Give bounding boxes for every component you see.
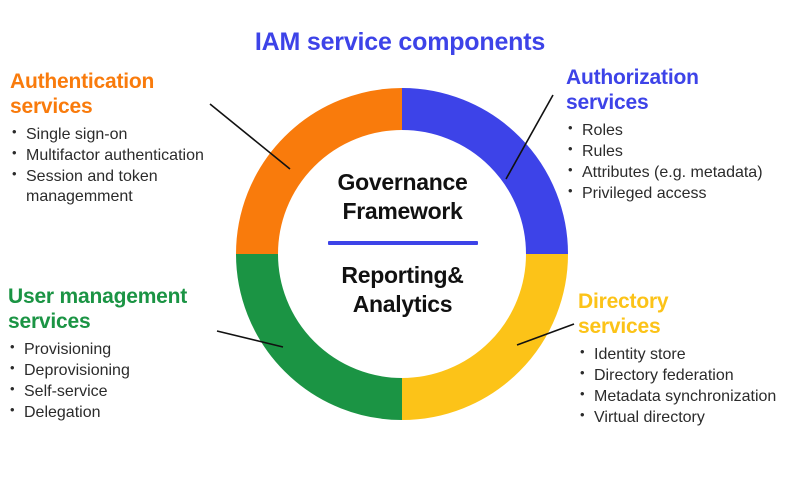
label-block-directory: Directory services Identity store Direct… [578,290,798,430]
label-heading-user-management-line1: User management [8,285,188,308]
center-reporting-line2: Analytics [352,291,453,318]
donut-svg [236,88,568,420]
donut-segment-directory[interactable] [401,253,568,420]
center-governance-line1: Governance [337,169,468,195]
list-item: Rules [566,141,794,162]
donut-segment-user-management[interactable] [236,253,403,420]
label-heading-authorization: Authorization services [566,66,794,116]
label-heading-authentication-line1: Authentication [10,70,155,93]
donut-segment-authentication[interactable] [236,88,403,255]
donut-chart [236,88,568,420]
list-item: Deprovisioning [8,360,248,381]
label-heading-authentication-line2: services [10,94,93,118]
list-item: Identity store [578,344,798,365]
bullet-list-authorization: Roles Rules Attributes (e.g. metadata) P… [566,120,794,205]
list-item: Roles [566,120,794,141]
label-block-authorization: Authorization services Roles Rules Attri… [566,66,794,206]
list-item: Virtual directory [578,407,798,428]
list-item: Privileged access [566,183,794,204]
bullet-list-authentication: Single sign-on Multifactor authenticatio… [10,124,235,208]
label-heading-user-management-line2: services [8,309,91,333]
label-heading-directory-line2: services [578,314,661,338]
label-heading-directory-line1: Directory [578,290,669,313]
list-item: Self-service [8,381,248,402]
list-item: Single sign-on [10,124,235,145]
list-item: Session and token managemment [10,166,235,208]
donut-segment-authorization[interactable] [401,88,568,255]
label-heading-authorization-line1: Authorization [566,66,699,89]
label-block-user-management: User management services Provisioning De… [8,285,248,425]
list-item: Multifactor authentication [10,145,235,166]
list-item: Provisioning [8,339,248,360]
label-heading-authentication: Authentication services [10,70,235,120]
bullet-list-directory: Identity store Directory federation Meta… [578,344,798,429]
list-item: Delegation [8,402,248,423]
label-heading-authorization-line2: services [566,90,649,114]
list-item: Metadata synchronization [578,386,798,407]
center-reporting-line1: Reporting& [341,261,464,288]
label-block-authentication: Authentication services Single sign-on M… [10,70,235,209]
label-heading-user-management: User management services [8,285,248,335]
center-governance-line2: Framework [342,198,463,225]
list-item: Attributes (e.g. metadata) [566,162,794,183]
bullet-list-user-management: Provisioning Deprovisioning Self-service… [8,339,248,424]
donut-center-text: Governance Framework Reporting& Analytic… [300,168,505,320]
list-item: Directory federation [578,365,798,386]
label-heading-directory: Directory services [578,290,798,340]
center-divider [327,240,478,245]
page-title: IAM service components [254,28,546,56]
